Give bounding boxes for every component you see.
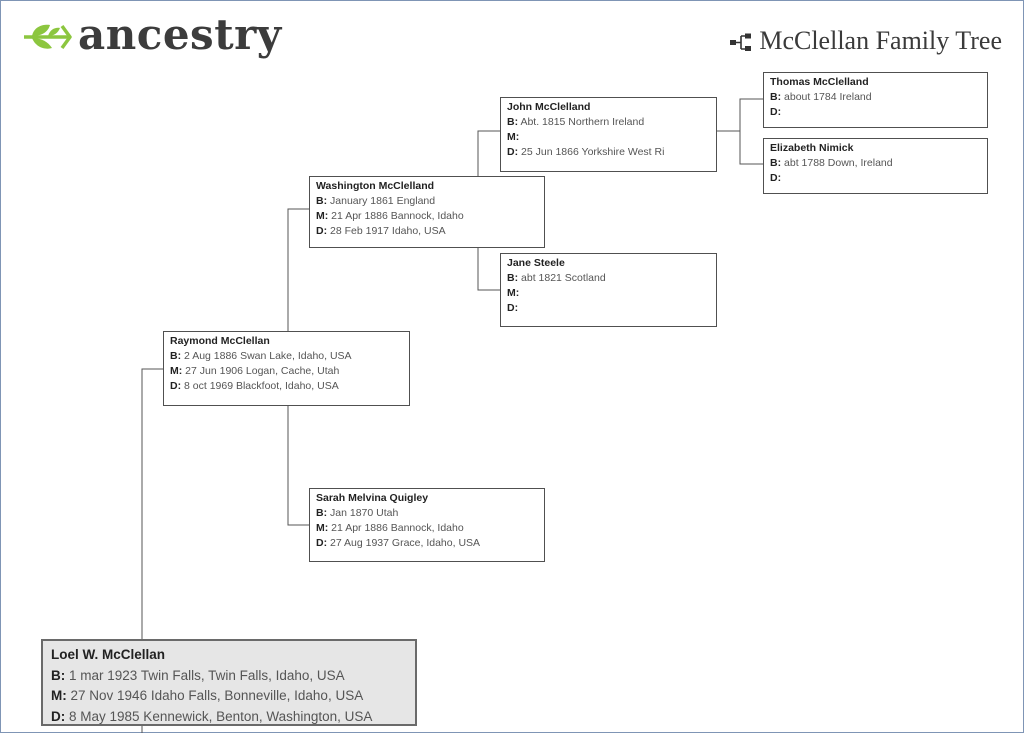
connector-washington-john <box>477 130 500 176</box>
birth-row: B: January 1861 England <box>316 194 538 209</box>
person-name: John McClelland <box>507 101 591 113</box>
death-label: D: <box>316 225 328 237</box>
marriage-label: M: <box>51 688 67 703</box>
birth-value: about 1784 Ireland <box>784 91 872 103</box>
death-label: D: <box>770 106 782 118</box>
connector-john-elizabeth <box>739 131 763 165</box>
tree-title: McClellan Family Tree <box>729 26 1002 56</box>
birth-row: B: 2 Aug 1886 Swan Lake, Idaho, USA <box>170 349 403 364</box>
marriage-label: M: <box>316 522 329 534</box>
death-label: D: <box>507 302 519 314</box>
death-value: 8 May 1985 Kennewick, Benton, Washington… <box>69 708 373 724</box>
person-card-washington-mcclelland[interactable]: Washington McClelland B: January 1861 En… <box>309 176 545 248</box>
marriage-row: M: <box>507 286 710 301</box>
marriage-row: M: 21 Apr 1886 Bannock, Idaho <box>316 209 538 224</box>
marriage-value: 21 Apr 1886 Bannock, Idaho <box>331 210 464 222</box>
person-card-jane-steele[interactable]: Jane Steele B: abt 1821 Scotland M: D: <box>500 253 717 327</box>
death-row: D: 25 Jun 1866 Yorkshire West Ri <box>507 145 710 160</box>
connector-john-thomas <box>717 98 763 132</box>
birth-row: B: 1 mar 1923 Twin Falls, Twin Falls, Id… <box>51 666 407 687</box>
birth-label: B: <box>507 272 519 284</box>
birth-value: 1 mar 1923 Twin Falls, Twin Falls, Idaho… <box>69 667 345 683</box>
person-name: Raymond McClellan <box>170 335 270 347</box>
marriage-value: 21 Apr 1886 Bannock, Idaho <box>331 522 464 534</box>
birth-label: B: <box>770 91 782 103</box>
marriage-row: M: 27 Jun 1906 Logan, Cache, Utah <box>170 364 403 379</box>
death-row: D: 8 oct 1969 Blackfoot, Idaho, USA <box>170 379 403 394</box>
marriage-row: M: <box>507 130 710 145</box>
marriage-label: M: <box>170 365 183 377</box>
death-row: D: <box>770 105 981 120</box>
death-label: D: <box>51 708 66 724</box>
birth-row: B: abt 1788 Down, Ireland <box>770 156 981 171</box>
person-name: Washington McClelland <box>316 180 435 192</box>
death-row: D: <box>770 171 981 186</box>
birth-value: abt 1821 Scotland <box>521 272 606 284</box>
birth-label: B: <box>316 195 328 207</box>
family-tree-icon <box>730 33 752 51</box>
death-row: D: 8 May 1985 Kennewick, Benton, Washing… <box>51 707 407 728</box>
birth-label: B: <box>507 116 519 128</box>
person-card-thomas-mcclelland[interactable]: Thomas McClelland B: about 1784 Ireland … <box>763 72 988 128</box>
person-name: Elizabeth Nimick <box>770 142 854 154</box>
death-row: D: 28 Feb 1917 Idaho, USA <box>316 224 538 239</box>
death-value: 8 oct 1969 Blackfoot, Idaho, USA <box>184 380 339 392</box>
death-label: D: <box>316 537 328 549</box>
tree-title-text: McClellan Family Tree <box>759 26 1002 55</box>
person-card-john-mcclelland[interactable]: John McClelland B: Abt. 1815 Northern Ir… <box>500 97 717 172</box>
person-name: Jane Steele <box>507 257 565 269</box>
birth-label: B: <box>51 667 66 683</box>
connector-washington-jane <box>477 248 500 291</box>
birth-row: B: Abt. 1815 Northern Ireland <box>507 115 710 130</box>
marriage-row: M: 27 Nov 1946 Idaho Falls, Bonneville, … <box>51 686 407 707</box>
birth-value: Jan 1870 Utah <box>330 507 399 519</box>
birth-value: 2 Aug 1886 Swan Lake, Idaho, USA <box>184 350 352 362</box>
person-card-raymond-mcclellan[interactable]: Raymond McClellan B: 2 Aug 1886 Swan Lak… <box>163 331 410 406</box>
birth-label: B: <box>770 157 782 169</box>
death-label: D: <box>770 172 782 184</box>
logo-wordmark: ancestry <box>78 10 282 59</box>
birth-value: abt 1788 Down, Ireland <box>784 157 893 169</box>
person-card-sarah-melvina-quigley[interactable]: Sarah Melvina Quigley B: Jan 1870 Utah M… <box>309 488 545 562</box>
person-name: Loel W. McClellan <box>51 647 166 662</box>
leaf-logo-icon <box>24 24 72 50</box>
marriage-label: M: <box>507 131 520 143</box>
connector-raymond-sarah <box>287 406 309 526</box>
birth-label: B: <box>170 350 182 362</box>
death-value: 28 Feb 1917 Idaho, USA <box>330 225 446 237</box>
death-label: D: <box>507 146 519 158</box>
death-label: D: <box>170 380 182 392</box>
birth-label: B: <box>316 507 328 519</box>
person-card-elizabeth-nimick[interactable]: Elizabeth Nimick B: abt 1788 Down, Irela… <box>763 138 988 194</box>
death-value: 25 Jun 1866 Yorkshire West Ri <box>521 146 665 158</box>
marriage-value: 27 Jun 1906 Logan, Cache, Utah <box>185 365 340 377</box>
person-name: Thomas McClelland <box>770 76 869 88</box>
birth-row: B: Jan 1870 Utah <box>316 506 538 521</box>
person-name: Sarah Melvina Quigley <box>316 492 429 504</box>
person-card-loel-w-mcclellan[interactable]: Loel W. McClellan B: 1 mar 1923 Twin Fal… <box>41 639 417 726</box>
death-value: 27 Aug 1937 Grace, Idaho, USA <box>330 537 481 549</box>
marriage-value: 27 Nov 1946 Idaho Falls, Bonneville, Ida… <box>70 688 364 703</box>
marriage-row: M: 21 Apr 1886 Bannock, Idaho <box>316 521 538 536</box>
birth-value: Abt. 1815 Northern Ireland <box>520 116 645 128</box>
connector-raymond-washington <box>287 208 309 331</box>
birth-value: January 1861 England <box>330 195 436 207</box>
marriage-label: M: <box>316 210 329 222</box>
death-row: D: 27 Aug 1937 Grace, Idaho, USA <box>316 536 538 551</box>
marriage-label: M: <box>507 287 520 299</box>
birth-row: B: abt 1821 Scotland <box>507 271 710 286</box>
birth-row: B: about 1784 Ireland <box>770 90 981 105</box>
connector-loel-raymond <box>141 368 163 639</box>
death-row: D: <box>507 301 710 316</box>
